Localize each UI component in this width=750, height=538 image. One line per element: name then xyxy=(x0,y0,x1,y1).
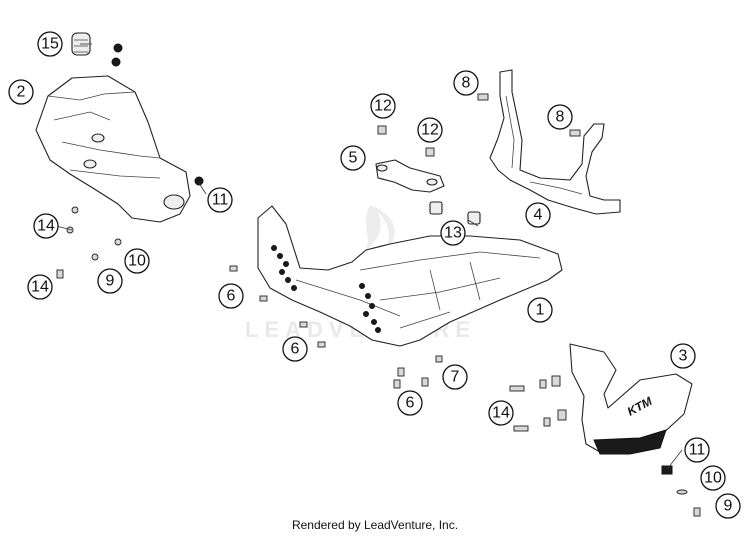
svg-text:6: 6 xyxy=(227,288,236,305)
callout-12b[interactable]: 12 xyxy=(417,117,443,143)
callout-8b[interactable]: 8 xyxy=(547,104,573,130)
svg-text:3: 3 xyxy=(679,348,688,365)
part-front-cover[interactable] xyxy=(35,75,191,223)
callout-4[interactable]: 4 xyxy=(525,202,551,228)
part-rubber-grommet[interactable] xyxy=(71,32,123,67)
svg-text:9: 9 xyxy=(724,498,733,515)
svg-text:10: 10 xyxy=(704,470,722,487)
svg-text:12: 12 xyxy=(374,98,392,115)
hardware-right[interactable] xyxy=(509,375,701,517)
svg-text:4: 4 xyxy=(534,207,543,224)
callout-1[interactable]: 1 xyxy=(527,297,553,323)
callout-9[interactable]: 9 xyxy=(97,268,123,294)
part-frame-bracket[interactable] xyxy=(477,69,621,215)
svg-text:11: 11 xyxy=(212,192,229,209)
callout-5[interactable]: 5 xyxy=(340,145,366,171)
callout-8[interactable]: 8 xyxy=(453,70,479,96)
svg-text:5: 5 xyxy=(349,150,358,167)
svg-text:6: 6 xyxy=(406,395,415,412)
svg-text:13: 13 xyxy=(444,225,462,242)
callout-2[interactable]: 2 xyxy=(8,79,34,105)
svg-text:11: 11 xyxy=(689,442,706,459)
svg-text:12: 12 xyxy=(421,122,439,139)
callout-15[interactable]: 15 xyxy=(37,31,63,57)
svg-text:9: 9 xyxy=(106,273,115,290)
svg-text:15: 15 xyxy=(41,36,59,53)
part-skid-plate[interactable] xyxy=(257,205,563,347)
svg-text:8: 8 xyxy=(462,75,471,92)
svg-text:1: 1 xyxy=(536,302,545,319)
hardware-center[interactable] xyxy=(229,265,443,389)
callout-12[interactable]: 12 xyxy=(370,93,396,119)
callout-6c[interactable]: 6 xyxy=(397,390,423,416)
svg-text:7: 7 xyxy=(451,369,460,386)
callout-14b[interactable]: 14 xyxy=(27,274,53,300)
part-bracket[interactable] xyxy=(375,125,445,193)
callout-13[interactable]: 13 xyxy=(440,220,466,246)
svg-text:10: 10 xyxy=(128,253,146,270)
hardware-left[interactable] xyxy=(56,176,204,279)
callout-6b[interactable]: 6 xyxy=(282,336,308,362)
svg-text:14: 14 xyxy=(31,279,49,296)
svg-text:6: 6 xyxy=(291,341,300,358)
callout-11b[interactable]: 11 xyxy=(684,437,710,463)
callouts: 15 2 11 14 10 9 14 8 12 12 5 8 4 13 6 1 … xyxy=(8,31,741,519)
callout-14[interactable]: 14 xyxy=(33,213,59,239)
callout-11[interactable]: 11 xyxy=(207,187,233,213)
svg-text:8: 8 xyxy=(556,109,565,126)
callout-14c[interactable]: 14 xyxy=(488,400,514,426)
callout-10b[interactable]: 10 xyxy=(700,465,726,491)
callout-3[interactable]: 3 xyxy=(670,343,696,369)
footer-credit: Rendered by LeadVenture, Inc. xyxy=(291,518,459,532)
svg-text:14: 14 xyxy=(37,218,55,235)
callout-10[interactable]: 10 xyxy=(124,248,150,274)
svg-text:14: 14 xyxy=(492,405,510,422)
callout-7[interactable]: 7 xyxy=(442,364,468,390)
callout-6[interactable]: 6 xyxy=(218,283,244,309)
leader-lines xyxy=(55,43,683,469)
callout-9b[interactable]: 9 xyxy=(715,493,741,519)
svg-text:2: 2 xyxy=(17,84,26,101)
part-side-guard[interactable]: KTM xyxy=(569,343,693,455)
